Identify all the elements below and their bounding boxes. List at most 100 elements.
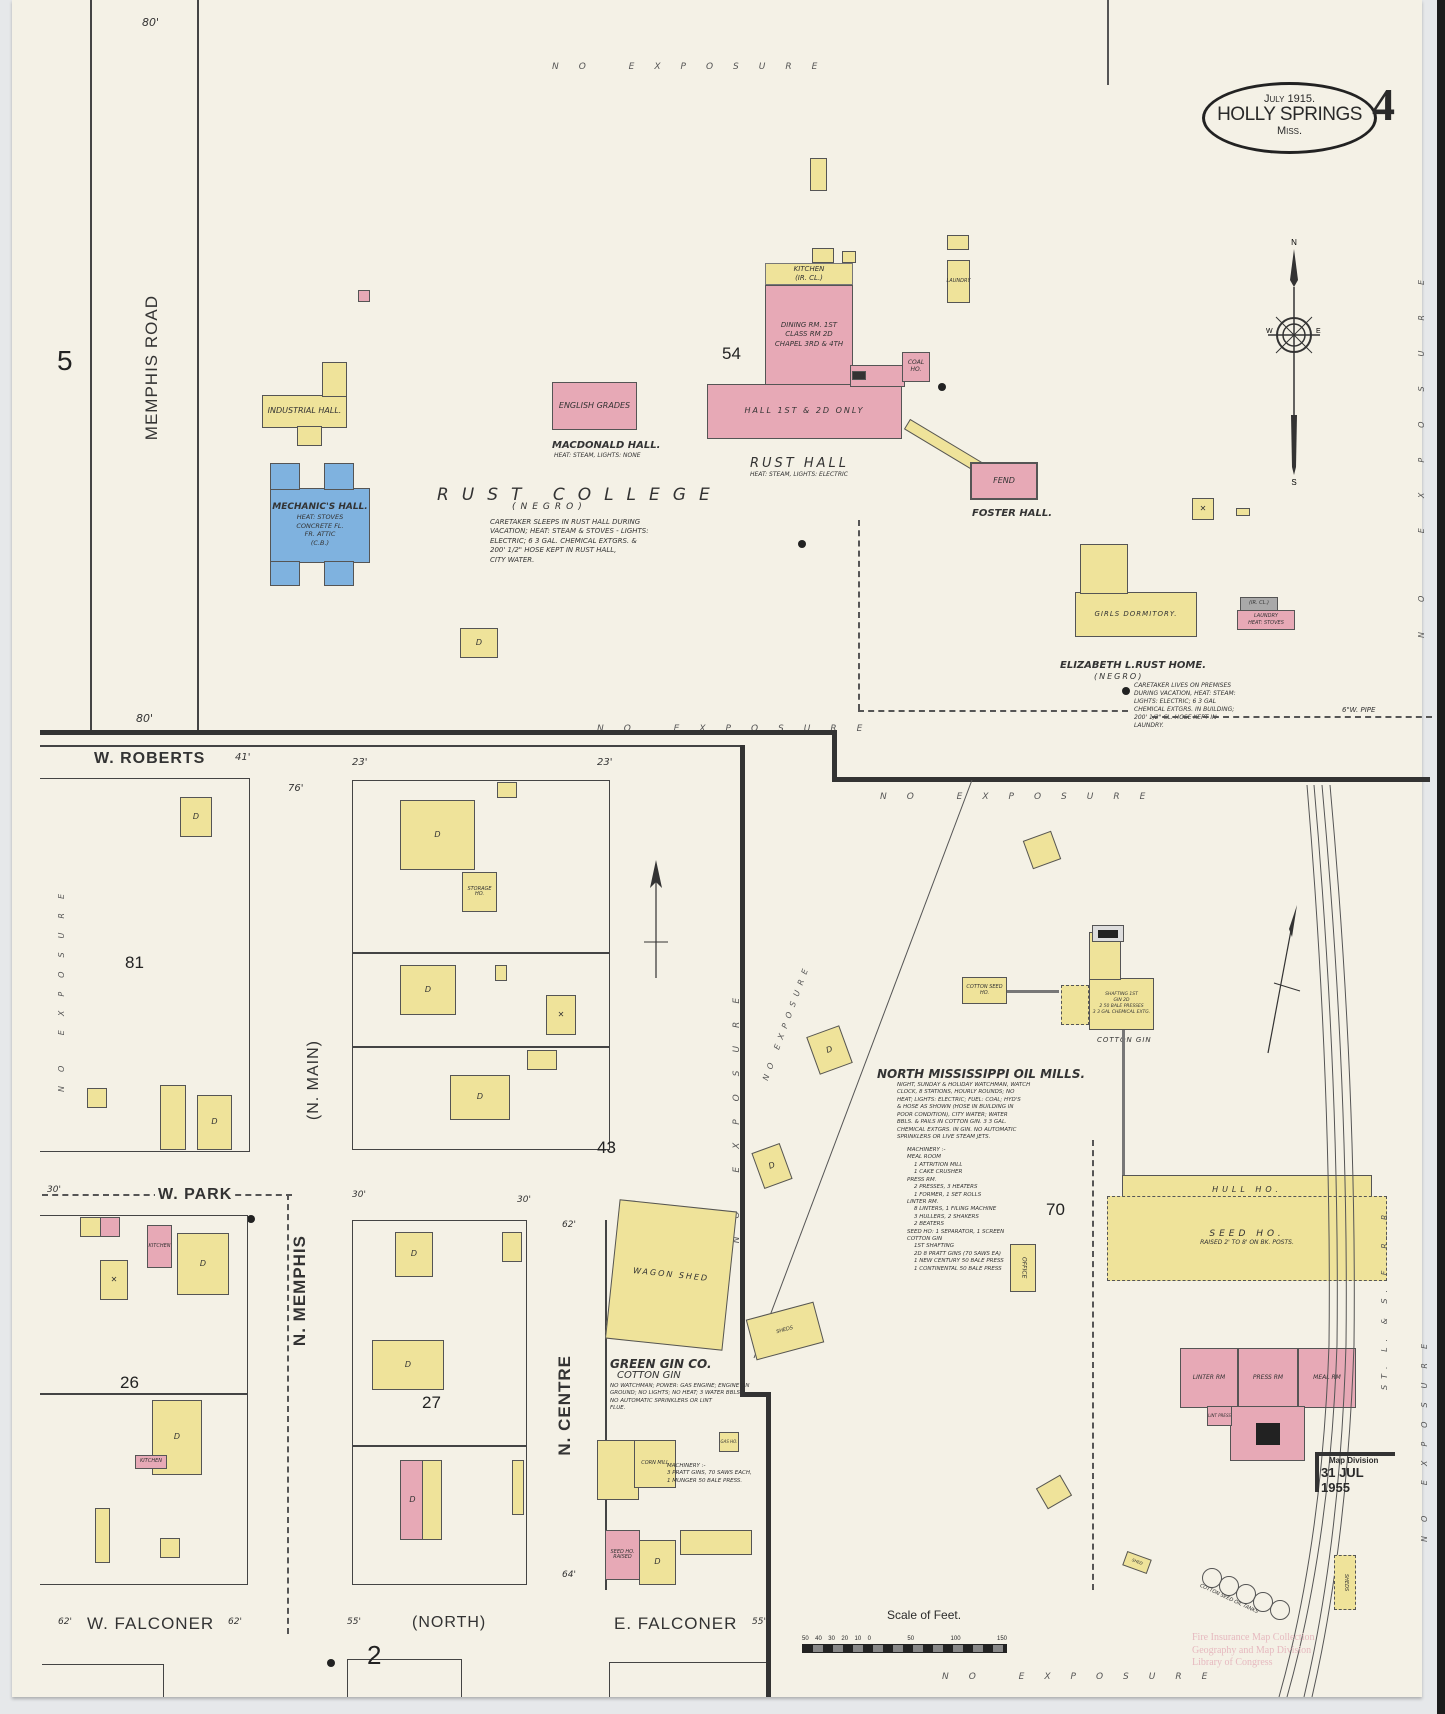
block-70: 70	[1046, 1200, 1065, 1219]
foster-hall: FEND	[970, 462, 1038, 500]
outbuilding	[160, 1085, 186, 1150]
dwelling	[422, 1460, 442, 1540]
boiler	[1092, 925, 1124, 942]
dim-roberts-76: 76'	[288, 783, 304, 794]
section-divider	[766, 1392, 771, 1697]
n-memphis-pipe	[287, 1194, 289, 1634]
conveyor	[1007, 990, 1059, 993]
adjoining-sheet-left: 5	[57, 345, 73, 376]
north-arrow-icon	[644, 860, 668, 978]
watermark: Fire Insurance Map Collection Geography …	[1192, 1632, 1315, 1668]
dim-roberts-41: 41'	[235, 752, 251, 763]
lot-line	[352, 952, 610, 954]
section-divider	[40, 730, 835, 735]
conveyor-pipe	[1122, 1030, 1125, 1208]
no-exposure-east-top: NO EXPOSURE	[1417, 250, 1426, 639]
section-edge	[40, 745, 740, 747]
laundry2: LAUNDRY HEAT: STOVES	[1237, 610, 1295, 630]
street-n-centre: N. CENTRE	[555, 1355, 574, 1456]
memphis-road-label: MEMPHIS ROAD	[142, 295, 161, 441]
rust-hall-boiler	[852, 371, 866, 380]
no-exposure-mid: NO EXPOSURE	[597, 724, 883, 734]
press-room: PRESS RM	[1238, 1348, 1298, 1408]
hydrant-dot	[938, 383, 946, 391]
section-divider	[740, 745, 745, 1395]
shed	[527, 1050, 557, 1070]
seed-house: SEED HO. RAISED 2' TO 8' ON BK. POSTS.	[1107, 1196, 1387, 1281]
mechanics-hall: MECHANIC'S HALL. HEAT: STOVES CONCRETE F…	[270, 488, 370, 563]
hydrant-dot	[1122, 687, 1130, 695]
lot-lines	[753, 780, 973, 1359]
shed	[497, 782, 517, 798]
dwelling: D	[197, 1095, 232, 1150]
dwelling: D	[395, 1232, 433, 1277]
linter-room: LINTER RM	[1180, 1348, 1238, 1408]
block-81: 81	[125, 953, 144, 972]
dim-centre-62: 62'	[562, 1220, 576, 1230]
block-54: 54	[722, 344, 741, 363]
adjoining-sheet-bottom: 2	[367, 1640, 382, 1670]
outbuilding-x: ✕	[546, 995, 576, 1035]
green-gin-title: GREEN GIN CO.	[610, 1357, 712, 1371]
foster-hall-label: FOSTER HALL.	[972, 508, 1053, 519]
water-pipe	[1152, 716, 1432, 718]
oil-tank	[1270, 1600, 1290, 1620]
lint-press: LINT PRESS	[1207, 1406, 1232, 1426]
dwelling: D	[372, 1340, 444, 1390]
no-exposure-centre: NO EXPOSURE	[732, 980, 742, 1244]
sheet-number: 4	[1372, 79, 1395, 130]
industrial-hall-wing-top	[322, 362, 347, 397]
hydrant-dot	[327, 1659, 335, 1667]
rust-hall-label: RUST HALL	[750, 456, 850, 471]
stamp-line2: 31 JUL 1955	[1321, 1465, 1364, 1495]
pipe-label: 6"W. PIPE	[1342, 706, 1376, 714]
rust-home-note: CARETAKER LIVES ON PREMISES DURING VACAT…	[1134, 682, 1236, 730]
mechanics-hall-wing-ne	[324, 463, 354, 490]
dim-roberts-23a: 23'	[352, 757, 368, 768]
cartouche-city: Holly Springs	[1217, 104, 1362, 125]
no-exposure-west: NO EXPOSURE	[57, 880, 66, 1093]
cotton-seed-house: COTTON SEED HO.	[962, 977, 1007, 1004]
shed	[160, 1538, 180, 1558]
dim-falc-b: 62'	[228, 1617, 242, 1627]
stamp-line1: Map Division	[1329, 1456, 1379, 1465]
section-divider	[832, 730, 837, 780]
shed: SHED	[1122, 1551, 1152, 1574]
dim-mid: 80'	[136, 712, 154, 725]
no-exposure-east: NO EXPOSURE	[1420, 1330, 1429, 1543]
wagon-shed: WAGON SHED	[605, 1199, 737, 1351]
block-43: 43	[597, 1138, 616, 1157]
street-n-main: (N. MAIN)	[305, 1040, 322, 1121]
mechanics-hall-wing-sw	[270, 561, 300, 586]
dim-falc-a: 62'	[58, 1617, 72, 1627]
cotton-gin: SHAFTING 1ST GIN 2D 2 50 BALE PRESSES 3 …	[1089, 978, 1154, 1030]
svg-text:E: E	[1316, 328, 1321, 335]
water-pipe	[858, 520, 860, 710]
shed	[512, 1460, 524, 1515]
street-e-falconer: E. FALCONER	[614, 1614, 738, 1633]
rust-home-label: ELIZABETH L.RUST HOME.	[1060, 660, 1206, 671]
shed-long	[95, 1508, 110, 1563]
kitchen: KITCHEN	[135, 1455, 167, 1469]
outbuilding-4	[947, 235, 969, 250]
cartouche-date: July 1915.	[1263, 93, 1316, 105]
railroad-label: ST. L. & S. F. R. R.	[1380, 1200, 1389, 1390]
rust-home-sub: (NEGRO)	[1094, 672, 1144, 681]
kitchen: KITCHEN	[147, 1225, 172, 1268]
pipe	[1092, 1140, 1094, 1590]
seed-house	[1107, 0, 1109, 85]
block-27-outline	[352, 1220, 527, 1585]
outbuilding-1	[810, 158, 827, 191]
macdonald-hall: ENGLISH GRADES	[552, 382, 637, 430]
block-43-outline	[352, 780, 610, 1150]
girls-dormitory: GIRLS DORMITORY.	[1075, 592, 1197, 637]
street-w-roberts: W. ROBERTS	[94, 750, 206, 767]
outbuilding-3	[842, 251, 856, 263]
dim-roberts-23b: 23'	[597, 757, 613, 768]
shed	[495, 965, 507, 981]
dim-park-30c: 30'	[517, 1195, 531, 1205]
hydrant-dot	[247, 1215, 255, 1223]
mechanics-hall-wing-nw	[270, 463, 300, 490]
gin-annex	[1061, 985, 1089, 1025]
